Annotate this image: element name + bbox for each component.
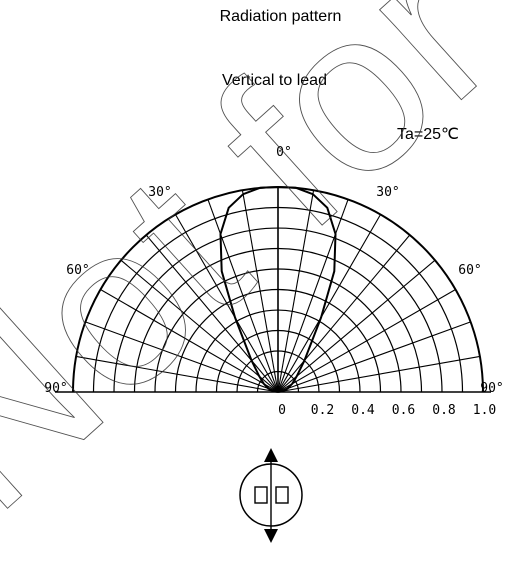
grid-spoke xyxy=(277,289,456,393)
radial-tick-label: 0.4 xyxy=(351,403,375,418)
chip-left xyxy=(254,486,268,504)
grid-spoke xyxy=(241,190,279,393)
series-curve xyxy=(219,185,337,393)
angle-label: 60° xyxy=(66,263,89,278)
chart-subtitle: Vertical to lead xyxy=(222,72,327,89)
grid-spoke xyxy=(277,199,349,393)
angle-label: 60° xyxy=(458,263,481,278)
grid-spoke xyxy=(175,214,279,393)
radial-tick-label: 1.0 xyxy=(473,403,496,418)
radial-tick-label: 0.2 xyxy=(311,403,334,418)
radial-tick-label: 0.6 xyxy=(392,403,415,418)
grid-spoke xyxy=(207,199,279,393)
grid-spoke xyxy=(277,355,480,393)
angle-label: 90° xyxy=(44,381,67,396)
grid-spoke xyxy=(145,234,279,393)
radial-tick-label: 0 xyxy=(278,403,286,418)
angle-label: 30° xyxy=(376,185,399,200)
grid-spoke xyxy=(120,259,279,393)
angle-label: 0° xyxy=(276,145,292,160)
grid-spoke xyxy=(76,355,279,393)
arrow-down-icon xyxy=(264,529,278,543)
grid-spoke xyxy=(277,234,411,393)
angle-label: 90° xyxy=(480,381,503,396)
grid-spoke xyxy=(277,321,471,393)
grid-spoke xyxy=(100,289,279,393)
grid-spoke xyxy=(85,321,279,393)
radial-tick-label: 0.8 xyxy=(432,403,455,418)
chip-right xyxy=(275,486,289,504)
angle-label: 30° xyxy=(148,185,171,200)
arrow-up-icon xyxy=(264,448,278,462)
condition-label: Ta=25℃ xyxy=(397,126,460,143)
grid-spoke xyxy=(277,190,315,393)
grid-spoke xyxy=(277,259,436,393)
chart-title: Radiation pattern xyxy=(219,8,342,25)
grid-spoke xyxy=(277,214,381,393)
